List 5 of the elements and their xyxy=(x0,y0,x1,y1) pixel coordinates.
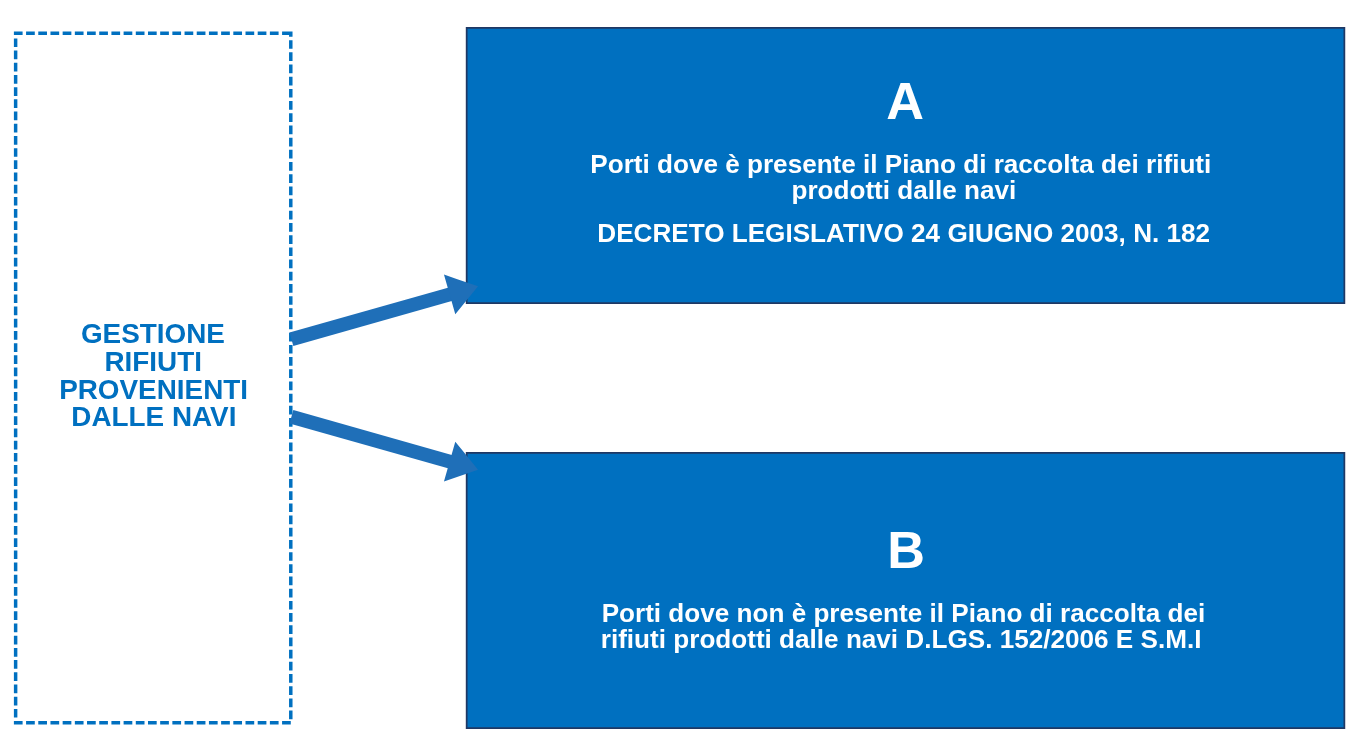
node-box: B Porti dove non è presente il Piano di raccolta dei rifiuti prodotti dalle navi D.LGS. 152/2006 E S.M.I xyxy=(465,452,1346,729)
arrow xyxy=(289,410,479,482)
arrow xyxy=(289,274,479,346)
node-box: A Porti dove è presente il Piano di raccolta dei rifiuti prodotti dalle navi DECRETO LEGISLATIVO 24 GIUGNO 2003, N. 182 xyxy=(465,27,1346,304)
node-box: GESTIONE RIFIUTI PROVENIENTI DALLE NAVI xyxy=(13,31,293,725)
